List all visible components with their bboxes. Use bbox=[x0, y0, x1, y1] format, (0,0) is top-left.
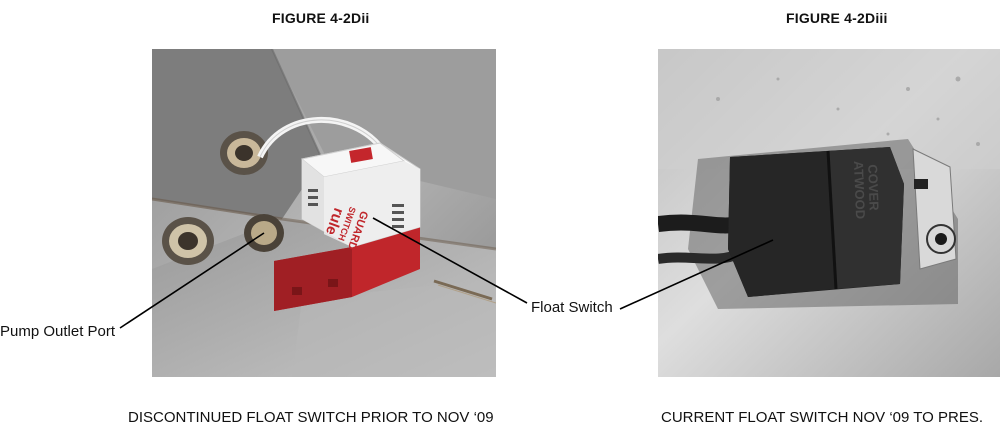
photo-current-float-switch: ATWOOD COVER bbox=[658, 49, 1000, 377]
pump-outlet-fitting-lower bbox=[162, 217, 214, 265]
photo-discontinued-float-switch: rule SWITCH GUARD bbox=[152, 49, 496, 377]
pump-outlet-port bbox=[244, 214, 284, 252]
tank-photo-right: ATWOOD COVER bbox=[658, 49, 1000, 377]
caption-left: DISCONTINUED FLOAT SWITCH PRIOR TO NOV ‘… bbox=[128, 409, 494, 426]
caption-right: CURRENT FLOAT SWITCH NOV ‘09 TO PRES. bbox=[661, 409, 984, 426]
figure-title-right: FIGURE 4-2Diii bbox=[786, 10, 888, 26]
float-switch-embossed-line2: COVER bbox=[865, 164, 882, 211]
callout-float-switch: Float Switch bbox=[531, 299, 613, 316]
figure-title-left: FIGURE 4-2Dii bbox=[272, 10, 370, 26]
pump-outlet-fitting-upper bbox=[220, 131, 268, 175]
float-switch-embossed-line1: ATWOOD bbox=[851, 161, 868, 220]
mounting-eye bbox=[926, 224, 956, 254]
tank-photo-left: rule SWITCH GUARD bbox=[152, 49, 496, 377]
callout-pump-outlet-port: Pump Outlet Port bbox=[0, 323, 116, 340]
